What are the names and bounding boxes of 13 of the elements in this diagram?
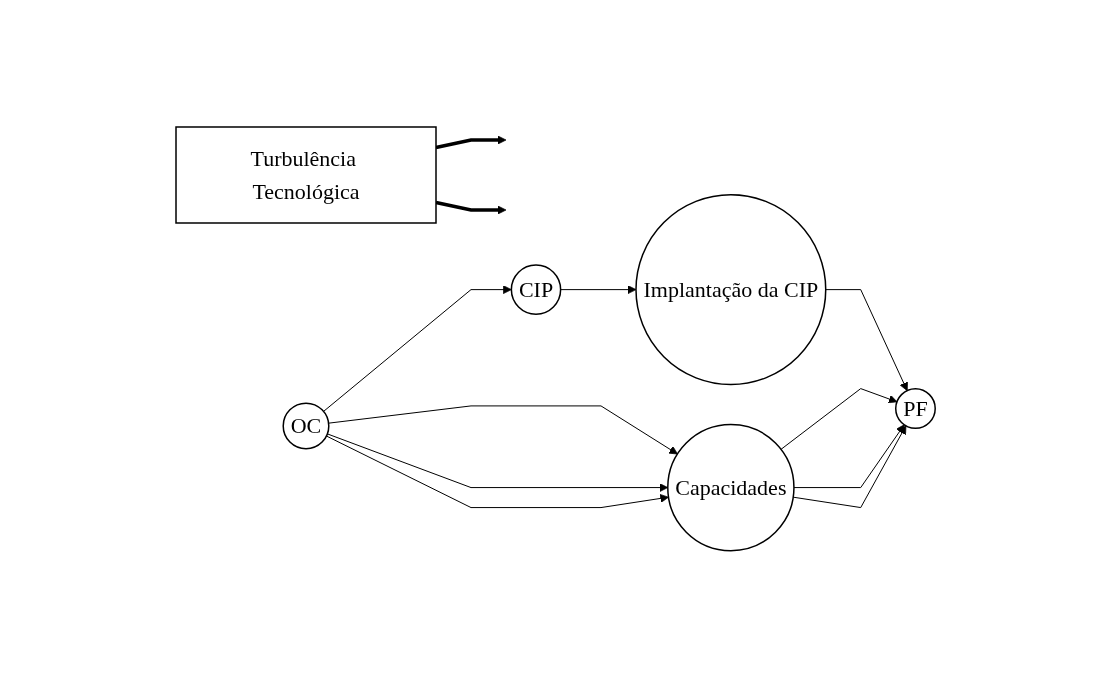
node-circle: CIP bbox=[511, 263, 562, 315]
node-circle: OC bbox=[282, 402, 330, 450]
node-circle: Capacidades bbox=[667, 423, 796, 552]
node-box: Turbulência Tecnológica bbox=[175, 125, 438, 224]
node-circle: PF bbox=[895, 387, 937, 429]
arrow bbox=[436, 200, 507, 215]
arrow bbox=[326, 435, 670, 508]
arrow bbox=[780, 387, 898, 450]
node-circle: Implantação da CIP bbox=[635, 193, 827, 385]
arrow bbox=[327, 433, 669, 492]
arrow bbox=[436, 135, 507, 149]
arrow bbox=[328, 405, 679, 455]
arrow bbox=[793, 425, 907, 508]
